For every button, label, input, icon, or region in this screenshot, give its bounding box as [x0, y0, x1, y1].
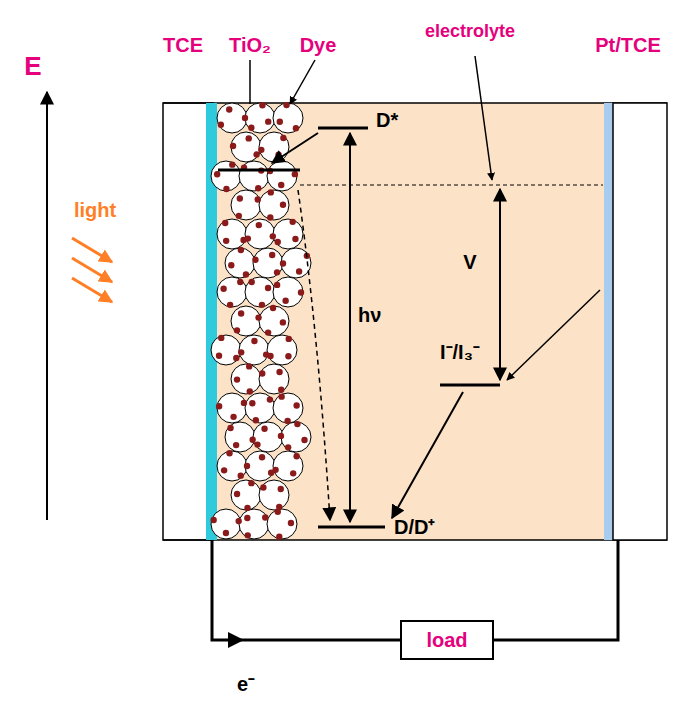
- left-glass: [163, 103, 213, 540]
- part-name: electrolyte: [425, 22, 515, 42]
- light-rays: [72, 238, 112, 302]
- excited-level: [318, 127, 368, 130]
- excitation-arrow: [349, 133, 351, 522]
- current-arrow: [228, 632, 244, 648]
- level-label: D*: [376, 109, 398, 131]
- part-name: Pt/TCE: [595, 34, 661, 56]
- leader-line: [507, 290, 600, 380]
- fermi-level: [300, 185, 603, 186]
- axis-label: E: [24, 52, 41, 81]
- leader-line: [475, 56, 492, 180]
- node-text: load: [426, 629, 467, 652]
- ground-level: [318, 526, 385, 529]
- conduction-band: [218, 169, 300, 172]
- tio2-particles: [210, 102, 311, 540]
- light-label: light: [74, 199, 116, 221]
- leader-line: [249, 60, 251, 104]
- leader-line: [290, 60, 315, 104]
- level-label: I⁻/I₃⁻: [440, 341, 480, 363]
- part-name: TCE: [163, 34, 203, 56]
- voltage-arrow: [499, 189, 501, 380]
- electron-label: e⁻: [237, 673, 255, 695]
- injection-arrow: [272, 133, 318, 163]
- regeneration-arrow: [392, 392, 463, 518]
- voltage-label: V: [463, 251, 476, 273]
- redox-level: [440, 384, 500, 387]
- energy-label: hν: [358, 304, 381, 326]
- energy-axis: [46, 92, 48, 520]
- part-name: Dye: [300, 34, 337, 56]
- pt-tce-layer: [604, 103, 613, 540]
- part-name: TiO₂: [229, 34, 271, 56]
- right-glass: [613, 103, 667, 540]
- level-label: D/D⁺: [394, 516, 435, 538]
- load-box: load: [400, 620, 494, 660]
- electrolyte-region: [217, 103, 605, 540]
- recombination-path: [298, 190, 330, 520]
